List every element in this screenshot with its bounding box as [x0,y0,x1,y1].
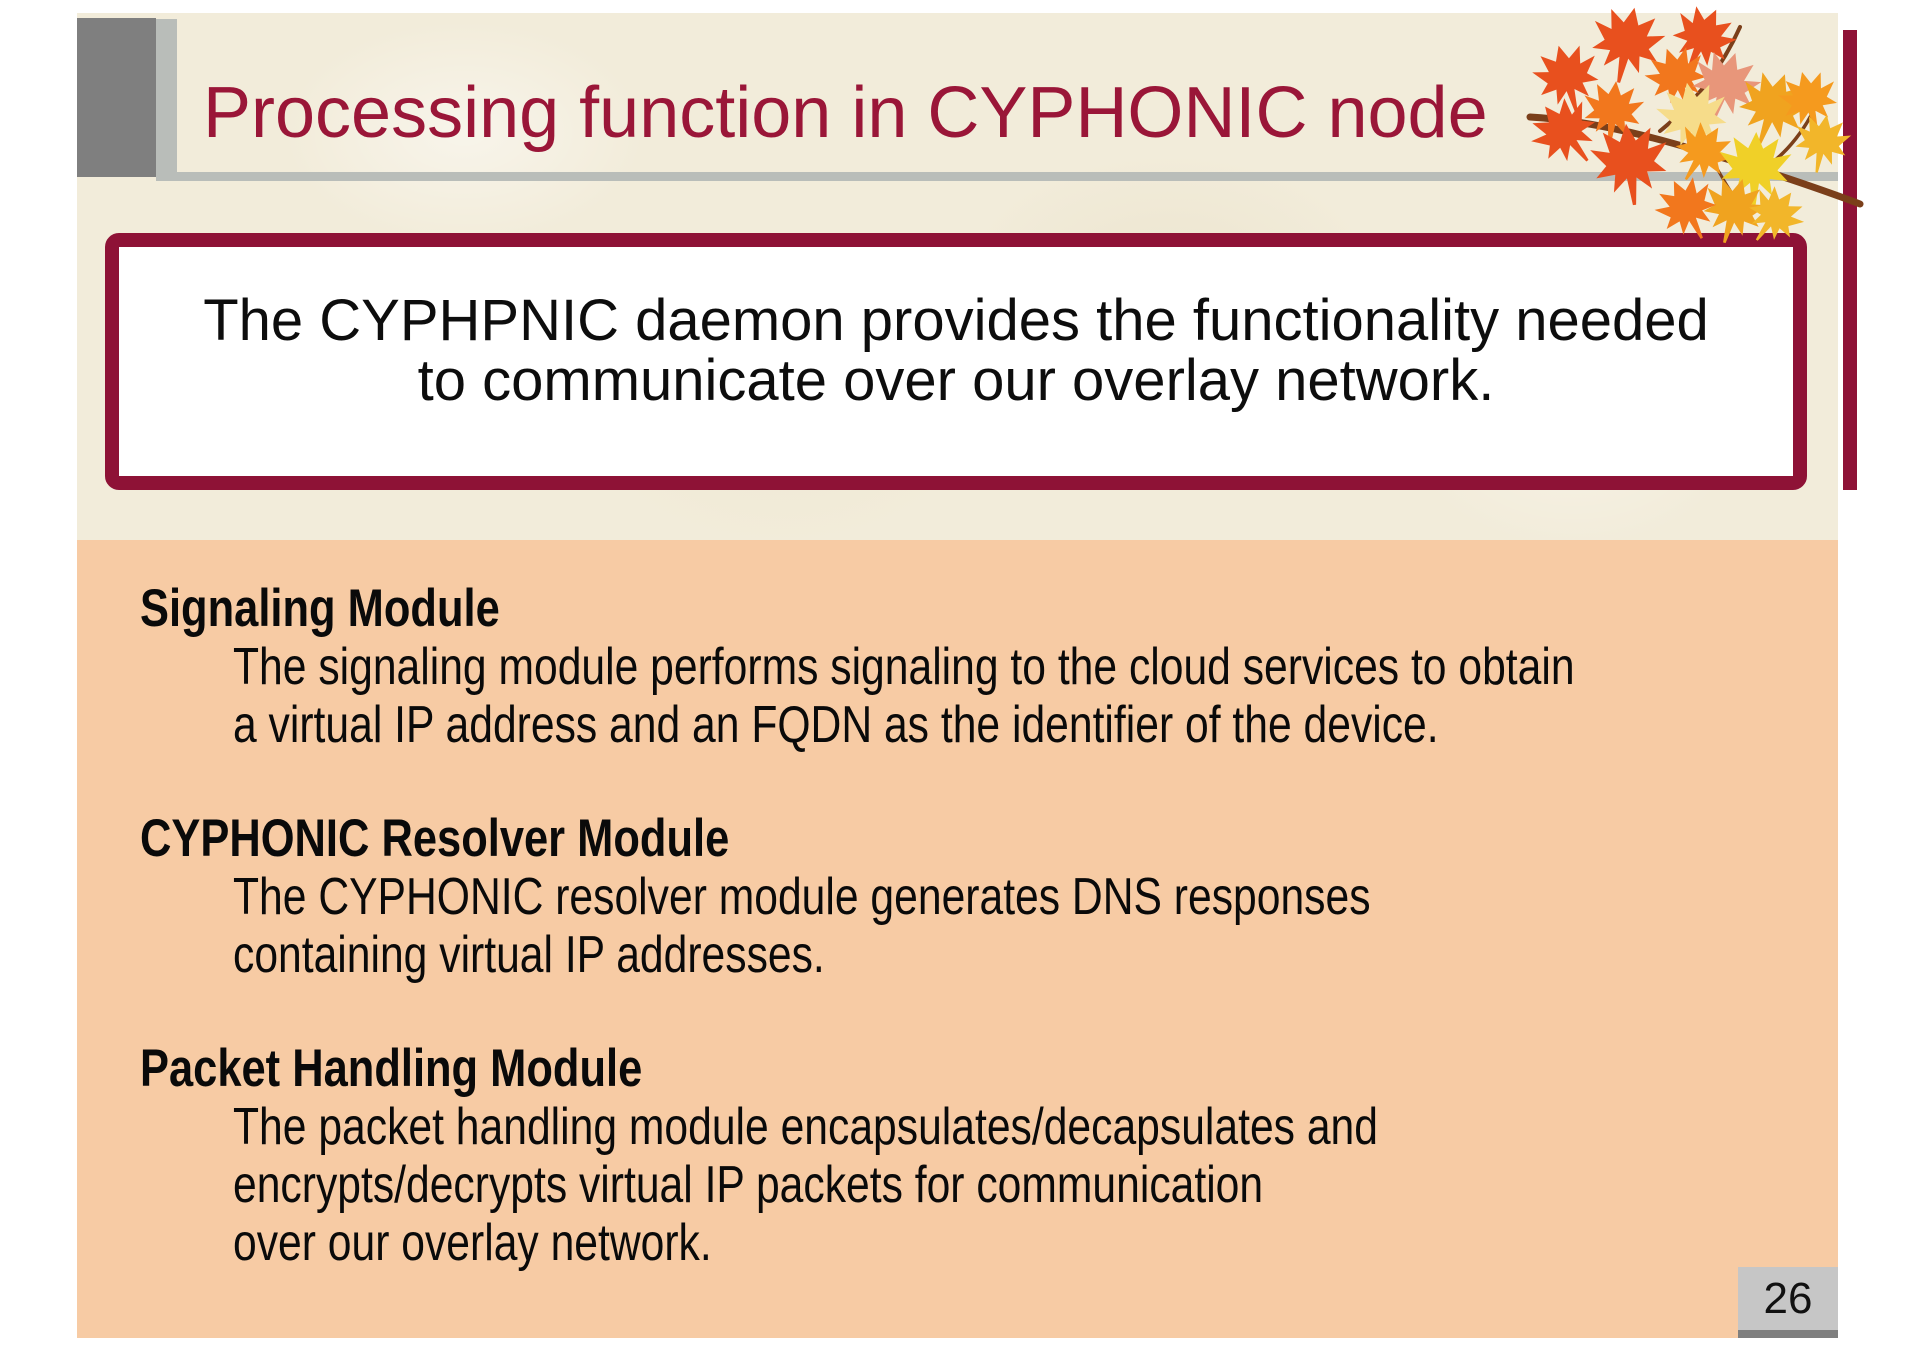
callout-line-2: to communicate over our overlay network. [417,348,1495,413]
header-accent-bar-vertical [156,19,177,181]
section-signaling-module: Signaling Module The signaling module pe… [140,579,1790,755]
title-underline-bar [156,172,1838,181]
right-accent-bar [1843,30,1857,490]
callout-box: The CYPHPNIC daemon provides the functio… [105,233,1807,490]
page-number-box: 26 [1738,1267,1838,1338]
section-heading: Packet Handling Module [140,1039,643,1098]
slide-title: Processing function in CYPHONIC node [203,73,1488,153]
section-body: The packet handling module encapsulates/… [233,1098,1790,1272]
callout-line-1: The CYPHPNIC daemon provides the functio… [203,288,1709,353]
header-accent-square [77,18,156,177]
section-line: containing virtual IP addresses. [233,926,825,984]
section-body: The signaling module performs signaling … [233,638,1790,754]
maple-leaf-icon [1789,110,1854,178]
section-packet-handling-module: Packet Handling Module The packet handli… [140,1039,1790,1273]
section-line: The packet handling module encapsulates/… [233,1098,1378,1156]
section-line: a virtual IP address and an FQDN as the … [233,696,1439,754]
section-line: The CYPHONIC resolver module generates D… [233,868,1371,926]
content-panel [77,540,1838,1338]
page-number: 26 [1763,1274,1813,1323]
maple-leaf-icon [1519,86,1613,181]
section-heading: CYPHONIC Resolver Module [140,809,730,868]
section-body: The CYPHONIC resolver module generates D… [233,868,1790,984]
slide-background: Processing function in CYPHONIC node The… [77,0,1864,1338]
section-line: The signaling module performs signaling … [233,638,1575,696]
section-line: encrypts/decrypts virtual IP packets for… [233,1156,1264,1214]
section-line: over our overlay network. [233,1214,712,1272]
autumn-leaves-decoration [1519,0,1864,257]
callout-text: The CYPHPNIC daemon provides the functio… [119,247,1793,411]
module-sections: Signaling Module The signaling module pe… [140,580,1790,1328]
maple-leaf-icon [1587,119,1673,209]
section-heading: Signaling Module [140,579,500,638]
section-cyphonic-resolver-module: CYPHONIC Resolver Module The CYPHONIC re… [140,809,1790,985]
